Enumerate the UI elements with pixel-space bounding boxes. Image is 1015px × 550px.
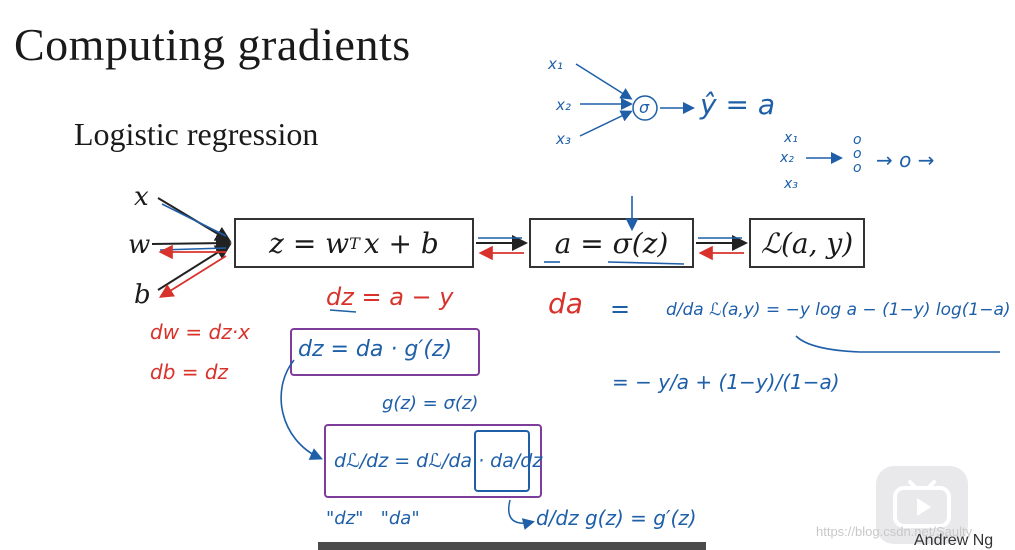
note-da-eq: = [610,295,631,323]
author-credit: Andrew Ng [914,532,994,549]
sketch-small-rest: → o → [876,148,935,172]
note-da-deriv: d/da ℒ(a,y) = −y log a − (1−y) log(1−a) [666,300,1011,320]
bilibili-play-icon[interactable] [876,466,968,544]
note-chain-labels: "dz" "da" [326,508,420,529]
loss-box-text: ℒ(a, y) [760,226,854,260]
sketch-input-x3: x₃ [556,130,571,148]
input-w: w [128,230,151,260]
chain-rule-box [324,424,542,498]
linear-box-text: z = w [269,226,350,260]
note-deriv-g: d/dz g(z) = g′(z) [536,506,697,530]
input-arrows [151,197,232,291]
loss-box: ℒ(a, y) [749,218,865,268]
note-dw: dw = dz·x [150,320,250,344]
linear-box-tail: x + b [363,226,439,260]
play-triangle-icon [893,480,951,528]
page-title: Computing gradients [14,19,411,70]
dz-chain-box [290,328,480,376]
note-dz-chain: dz = da · g′(z) [298,337,453,362]
note-g-def: g(z) = σ(z) [382,393,479,414]
sketch-node-sigma: σ [639,98,650,117]
activation-box: a = σ(z) [529,218,694,268]
blog-watermark: https://blog.csdn.net/Saulty [816,524,973,539]
linear-box-sup: T [349,233,360,253]
sketch-small-x3: x₃ [784,176,798,192]
note-chain-rule: dℒ/dz = dℒ/da · da/dz [334,450,543,472]
note-da-simplified: = − y/a + (1−y)/(1−a) [612,370,840,394]
activation-box-text: a = σ(z) [554,226,669,260]
hook-arrow-deriv [508,499,535,530]
underline-loss-expression [795,335,1000,353]
input-x: x [134,182,149,212]
backprop-input-arrows [158,244,227,298]
note-db: db = dz [150,360,229,384]
caption-bar [318,542,706,550]
note-dz-main: dz = a − y [326,283,454,311]
sketch-input-x1: x₁ [548,55,563,73]
slide-subtitle: Logistic regression [74,116,319,152]
input-b: b [134,280,151,310]
sketch-input-x2: x₂ [556,96,571,114]
sketch-small-x1: x₁ [784,130,798,146]
sketch-small-layer: o o o [853,132,862,176]
note-da-label: da [548,287,583,320]
da-dz-box [474,430,530,492]
sketch-output: ŷ = a [700,88,775,121]
sketch-small-x2: x₂ [780,150,794,166]
